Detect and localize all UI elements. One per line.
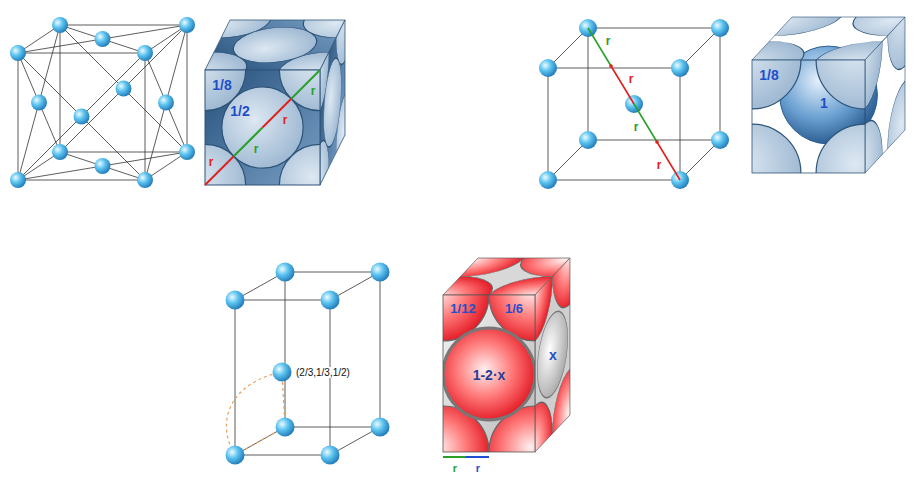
radius-label: r (254, 143, 259, 156)
bcc-atoms (539, 19, 729, 189)
radius-label: r (657, 159, 662, 172)
radius-label: r (476, 462, 480, 474)
fraction-label: 1/2 (230, 104, 249, 119)
fraction-label: 1/8 (759, 68, 778, 83)
radius-label: r (634, 121, 639, 134)
fraction-label: 1/8 (212, 78, 231, 93)
radius-label: r (606, 35, 611, 48)
fraction-label: x (549, 348, 557, 363)
hcp-guide (226, 372, 285, 455)
hcp-space-filling (380, 193, 634, 481)
coordinate-label: (2/3,1/3,1/2) (294, 367, 352, 378)
radius-label: r (453, 462, 457, 474)
bcc-space-filling (686, 0, 919, 241)
fcc-atoms (10, 17, 195, 188)
fraction-label: 1/6 (505, 302, 523, 316)
fcc-wireframe (18, 25, 187, 180)
fraction-label: 1 (820, 96, 828, 111)
fcc-space-filling (156, 0, 395, 243)
bcc-diagonal (588, 28, 680, 180)
hcp-atoms (226, 263, 390, 465)
fraction-label: 1-2·x (473, 368, 506, 383)
hcp-wireframe (235, 272, 380, 455)
fraction-label: 1/12 (450, 302, 475, 316)
radius-label: r (283, 114, 288, 127)
radius-label: r (209, 156, 214, 169)
radius-label: r (311, 85, 316, 98)
bcc-wireframe (548, 28, 720, 180)
radius-label: r (629, 73, 634, 86)
